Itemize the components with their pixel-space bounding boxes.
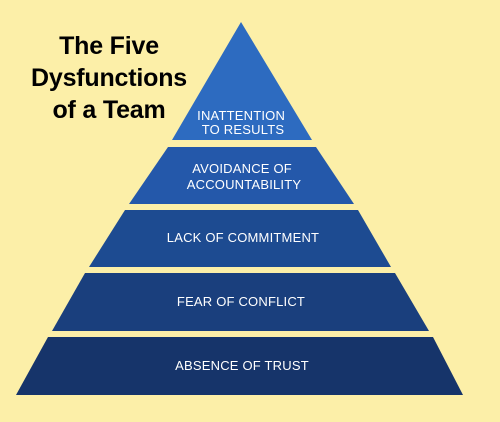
tier-4-line-1: FEAR OF CONFLICT — [177, 294, 305, 309]
tier-3-label: LACK OF COMMITMENT — [167, 230, 319, 245]
tier-1-shape — [172, 22, 312, 140]
title-line-2: Dysfunctions — [31, 64, 187, 92]
tier-1-line-1: INATTENTION — [197, 108, 285, 123]
tier-2-line-1: AVOIDANCE OF — [192, 161, 292, 176]
diagram-title: The Five Dysfunctions of a Team — [14, 30, 204, 126]
tier-3-line-1: LACK OF COMMITMENT — [167, 230, 319, 245]
tier-5-shape — [16, 337, 463, 395]
tier-2-line-2: ACCOUNTABILITY — [187, 177, 302, 192]
tier-4-shape — [52, 273, 429, 331]
title-line-3: of a Team — [52, 96, 166, 124]
tier-5-label: ABSENCE OF TRUST — [175, 358, 309, 373]
tier-3-shape — [89, 210, 391, 267]
tier-4-label: FEAR OF CONFLICT — [177, 294, 305, 309]
tier-2-label: AVOIDANCE OF ACCOUNTABILITY — [187, 161, 302, 192]
title-line-1: The Five — [59, 32, 159, 60]
tier-5-line-1: ABSENCE OF TRUST — [175, 358, 309, 373]
tier-2-shape — [129, 147, 354, 204]
tier-1-line-2: TO RESULTS — [202, 122, 285, 137]
tier-1-label: INATTENTION TO RESULTS — [197, 108, 289, 137]
